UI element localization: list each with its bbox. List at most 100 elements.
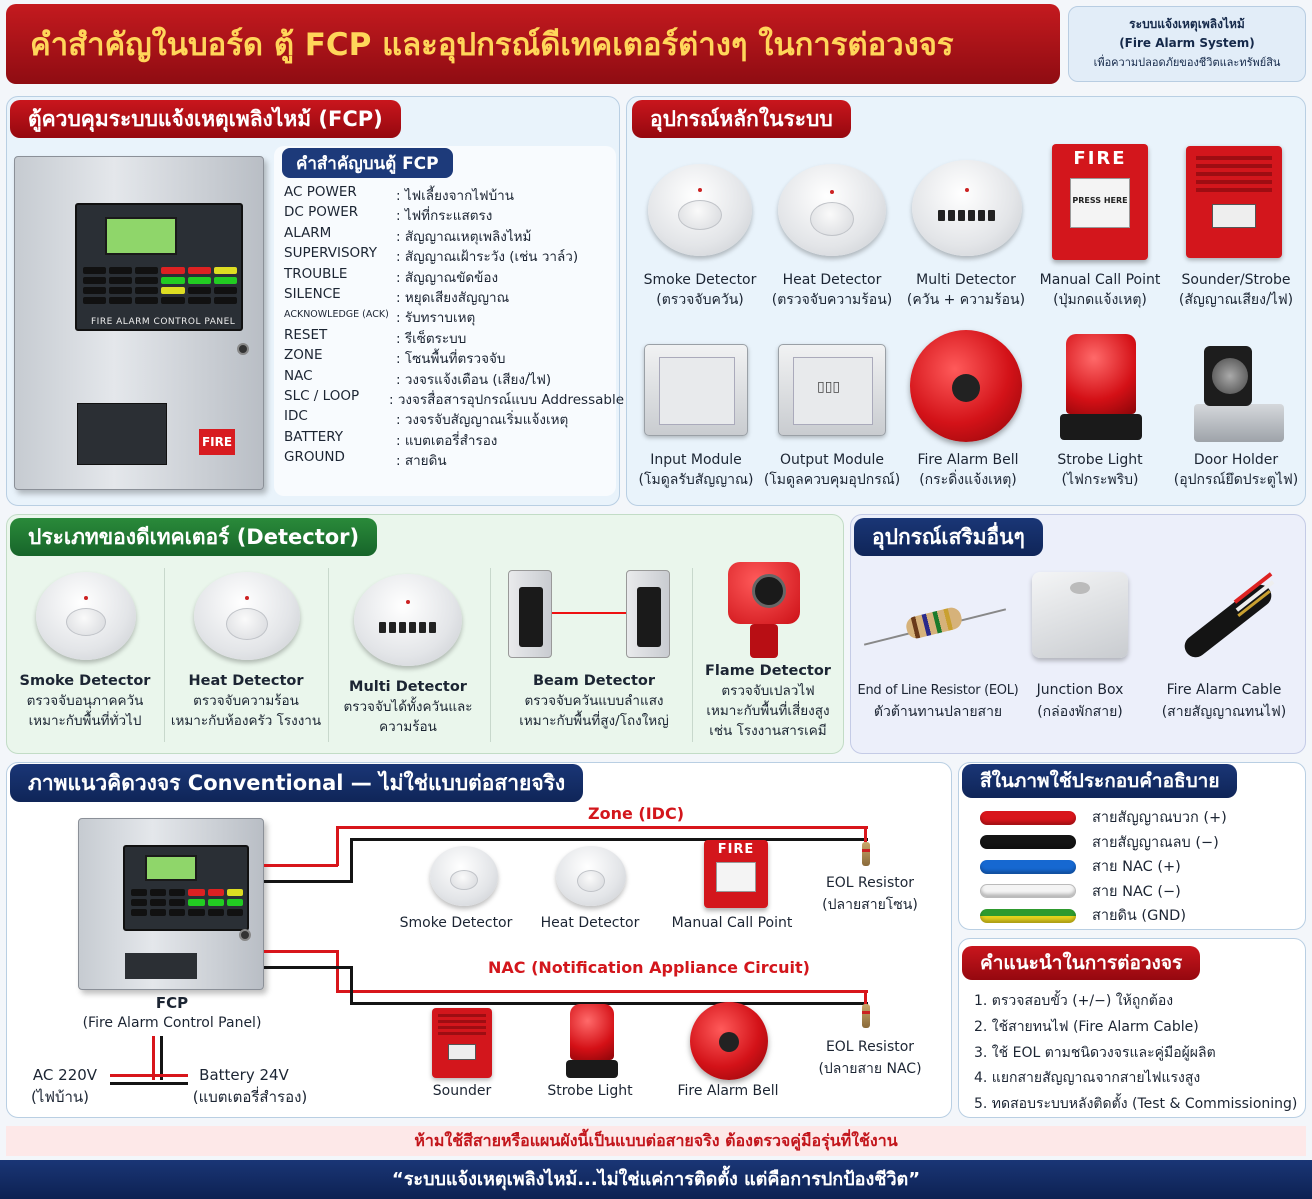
legend-title: สีในภาพใช้ประกอบคำอธิบาย [962,764,1238,798]
zone-device-label: Manual Call Point [671,915,793,931]
wire-swatch-icon [980,835,1076,849]
wire-swatch-icon [980,859,1076,874]
conv-heat-image [556,846,626,906]
device-desc: (กระดิ่งแจ้งเหตุ) [919,472,1017,488]
fire-label: FIRE [199,429,235,455]
detector-type-name: Multi Detector [349,679,467,695]
legend-row: สายดิน (GND) [980,904,1186,927]
terms-box [274,146,616,496]
accessory-desc: (สายสัญญาณทนไฟ) [1161,704,1287,720]
term-row: IDC : วงจรจับสัญญาณเริ่มแจ้งเหตุ [284,408,624,428]
term-key: BATTERY [284,428,343,445]
fcp-cabinet-image: FIRE ALARM CONTROL PANEL FIRE [14,156,264,490]
detector-type-desc: เหมาะกับพื้นที่เสี่ยงสูง [706,703,830,719]
term-key: ACKNOWLEDGE (ACK) [284,309,389,321]
manual-call-point-image: FIRE PRESS HERE [1052,144,1148,260]
device-name: Multi Detector [916,272,1016,288]
fire-cable-image [1170,566,1282,666]
zone-device-label: Heat Detector [540,915,640,931]
lock-icon [239,929,251,941]
input-module-image [644,344,748,436]
advice-item: 3. ใช้ EOL ตามชนิดวงจรและคู่มือผู้ผลิต [974,1044,1216,1061]
legend-row: สาย NAC (+) [980,855,1181,878]
device-name: Door Holder [1193,452,1279,468]
fcp-display-panel: FIRE ALARM CONTROL PANEL [75,203,243,331]
nac-eol-desc: (ปลายสาย NAC) [818,1061,922,1077]
term-row: TROUBLE: สัญญาณขัดข้อง [284,266,624,286]
term-row: ZONE : โซนพื้นที่ตรวจจับ [284,347,624,367]
nac-device-label: Strobe Light [547,1083,633,1099]
device-desc: (ไฟกระพริบ) [1061,472,1139,488]
conventional-title: ภาพแนวคิดวงจร Conventional — ไม่ใช่แบบต่… [10,764,584,802]
detector-type-desc: ความร้อน [379,719,437,735]
nac-eol-name: EOL Resistor [825,1039,915,1055]
detector-type-desc: ตรวจจับความร้อน [193,693,299,709]
zone-label: Zone (IDC) [588,804,685,823]
keypad [83,267,237,304]
term-value: : รีเซ็ตระบบ [396,330,467,347]
term-row: SLC / LOOP: วงจรสื่อสารอุปกรณ์แบบ Addres… [284,388,624,408]
term-value: : โซนพื้นที่ตรวจจับ [396,351,506,368]
device-name: Manual Call Point [1039,272,1161,288]
term-value: : วงจรแจ้งเตือน (เสียง/ไฟ) [396,371,552,388]
legend-label: สาย NAC (+) [1092,859,1181,875]
legend-label: สาย NAC (−) [1092,883,1181,900]
device-name: Heat Detector [782,272,882,288]
term-key: ALARM [284,224,332,241]
legend-label: สายสัญญาณบวก (+) [1092,810,1227,826]
fcp-panel-label: FIRE ALARM CONTROL PANEL [91,317,236,327]
conv-mcp-image: FIRE [704,840,768,908]
term-key: GROUND [284,449,345,466]
info-plate [77,403,167,465]
detector-type-name: Beam Detector [532,673,656,689]
beam-receiver-image [626,570,670,658]
term-value: : วงจรจับสัญญาณเริ่มแจ้งเหตุ [396,412,569,429]
term-row: RESET: รีเซ็ตระบบ [284,327,624,347]
term-key: IDC [284,408,308,425]
device-name: Sounder/Strobe [1181,272,1291,288]
sounder-strobe-image [1186,146,1282,258]
term-key: TROUBLE [284,265,348,282]
fire-bell-image [910,330,1022,442]
header-side-box: ระบบแจ้งเหตุเพลิงไหม้ (Fire Alarm System… [1068,6,1306,82]
beam-line [552,612,628,614]
detector-type-name: Heat Detector [188,673,304,689]
device-name: Fire Alarm Bell [917,452,1019,468]
term-value: : รับทราบเหตุ [396,310,476,327]
ac-desc: (ไฟบ้าน) [30,1088,90,1106]
junction-box-image [1032,572,1128,658]
term-row: DC POWER: ไฟที่กระแสตรง [284,204,624,224]
legend-label: สายดิน (GND) [1092,908,1186,924]
multi-detector-image [912,160,1022,256]
nac-device-label: Sounder [432,1083,492,1099]
terms-title: คำสำคัญบนตู้ FCP [282,148,453,178]
battery-name: Battery 24V [199,1066,289,1084]
zone-eol-name: EOL Resistor [825,875,915,891]
detector-type-name: Smoke Detector [19,673,151,689]
accessory-name: End of Line Resistor (EOL) [857,683,1019,698]
side-line-2: (Fire Alarm System) [1119,36,1255,50]
smoke-detector-image [648,164,752,256]
term-key: SLC / LOOP [284,388,360,404]
term-value: : สายดิน [396,453,447,470]
type-multi-image [354,574,462,666]
advice-item: 1. ตรวจสอบขั้ว (+/−) ให้ถูกต้อง [974,993,1174,1009]
term-value: : สัญญาณเหตุเพลิงไหม้ [396,228,532,245]
accessories-title: อุปกรณ์เสริมอื่นๆ [854,518,1043,556]
header-banner: คำสำคัญในบอร์ด ตู้ FCP และอุปกรณ์ดีเทคเต… [6,4,1060,84]
term-key: ZONE [284,347,323,364]
legend-row: สาย NAC (−) [980,880,1181,903]
strobe-light-image [1060,334,1142,442]
advice-item: 5. ทดสอบระบบหลังติดตั้ง (Test & Commissi… [974,1096,1298,1113]
output-module-image: ▯▯▯ [778,344,886,436]
device-name: Strobe Light [1057,452,1143,468]
detector-type-desc: ตรวจจับเปลวไฟ [721,683,815,699]
side-line-3: เพื่อความปลอดภัยของชีวิตและทรัพย์สิน [1093,56,1281,69]
wire-swatch-icon [980,810,1076,825]
lock-icon [237,343,249,355]
detector-type-desc: เช่น โรงงานสารเคมี [709,723,827,739]
zone-device-label: Smoke Detector [399,915,513,931]
page-title: คำสำคัญในบอร์ด ตู้ FCP และอุปกรณ์ดีเทคเต… [30,27,954,63]
term-key: SUPERVISORY [284,245,377,262]
